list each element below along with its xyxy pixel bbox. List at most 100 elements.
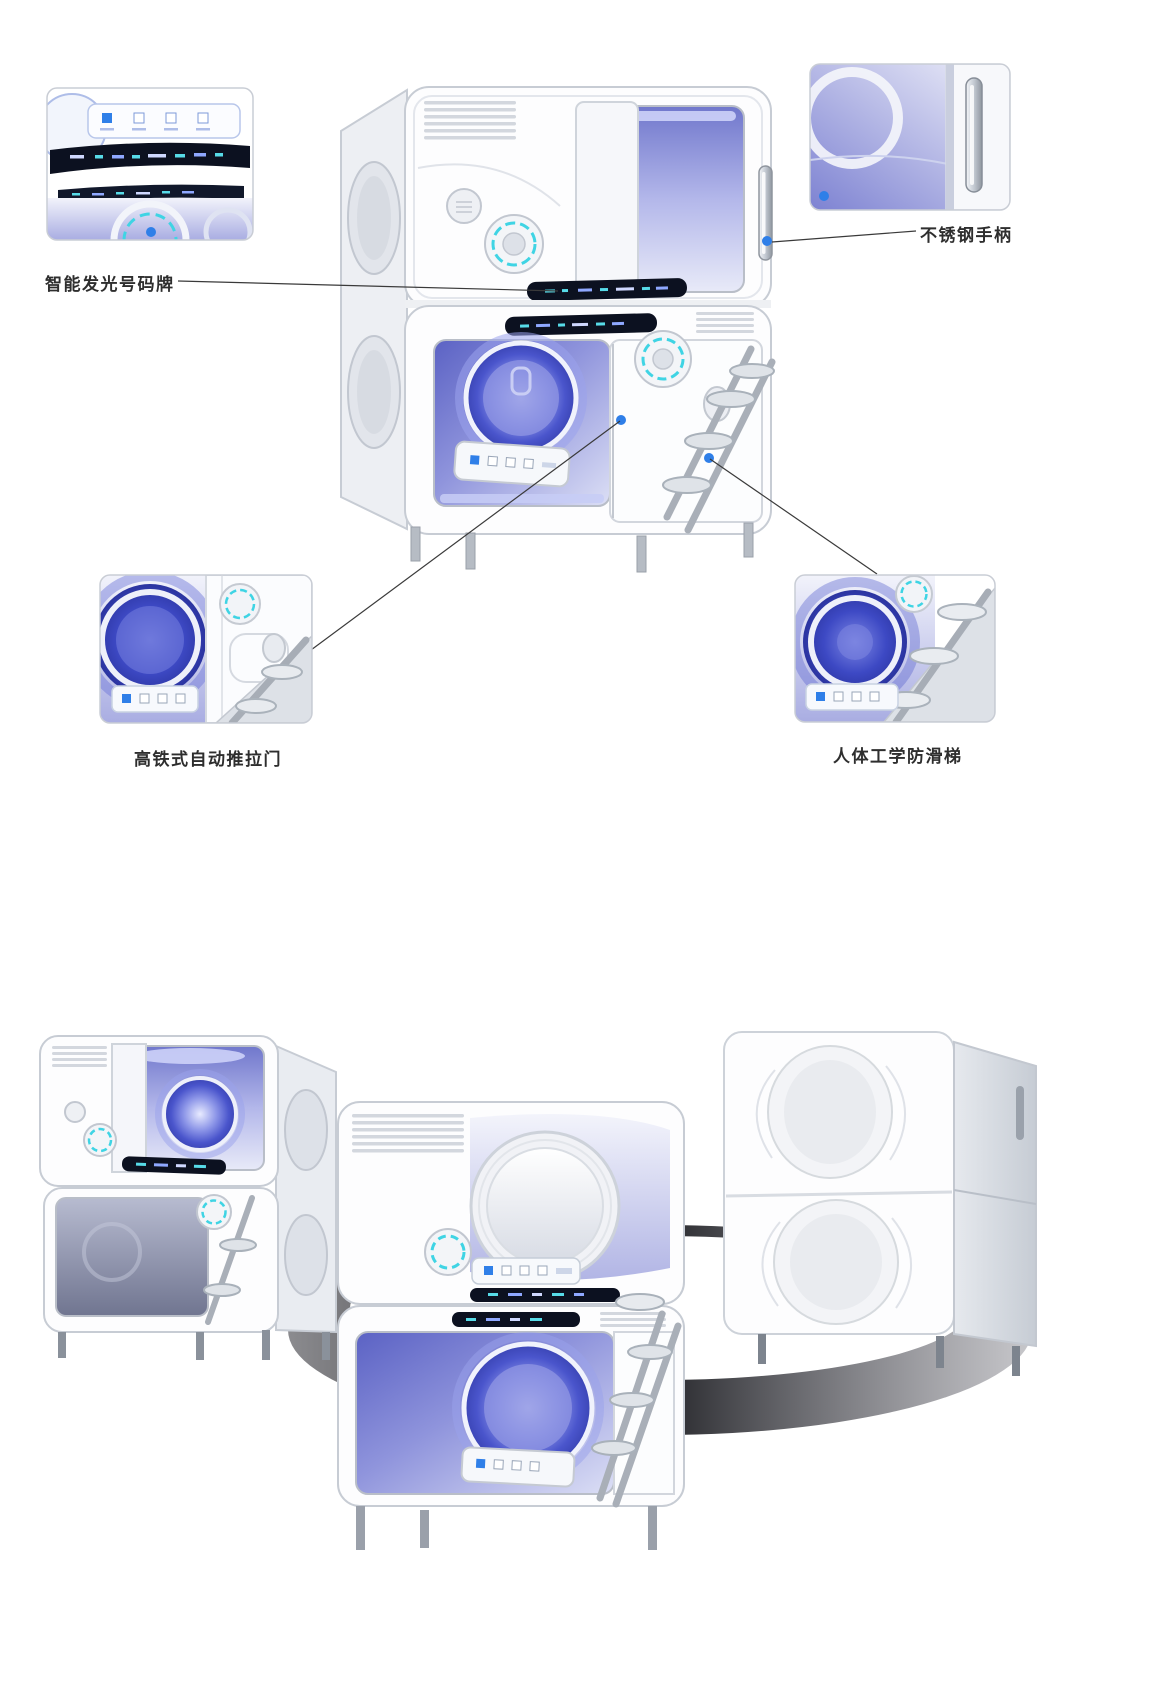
dial-cyan-ring (430, 1234, 466, 1270)
callout-line-handle (771, 230, 917, 243)
display-glyphs (70, 153, 223, 159)
bottom-pod (337, 1293, 685, 1508)
porthole-window (455, 332, 587, 464)
interior-control-panel (453, 440, 571, 488)
sliding-door-panel (111, 1043, 147, 1173)
floor-light (440, 494, 604, 503)
ladder (203, 1195, 257, 1325)
detail-sliding-door (99, 574, 313, 724)
interior-control-panel (111, 685, 199, 713)
number-plate-display (470, 1288, 620, 1302)
door-lock-dial (484, 214, 544, 274)
bottom-pod (43, 1187, 279, 1333)
panel-icons (816, 691, 880, 702)
number-plate-display-lower (505, 313, 658, 336)
fan-switch-icon (523, 458, 534, 469)
porthole-hub (837, 624, 873, 660)
vent-grille (52, 1046, 107, 1067)
control-strip (471, 1257, 581, 1285)
dial-cyan-ring (201, 1199, 227, 1225)
porthole-window (155, 1069, 245, 1159)
door-edge-shadow (946, 64, 954, 210)
power-socket-icon (469, 455, 480, 465)
secondary-glyphs (72, 191, 194, 196)
side-drum-top-inner (357, 176, 391, 260)
door-lock-dial (424, 1228, 472, 1276)
door-lock-dial (895, 575, 933, 613)
vent-grille (352, 1114, 464, 1153)
callout-dot (819, 191, 829, 201)
hero-legs (410, 522, 754, 573)
side-drum-bottom-inner (357, 350, 391, 434)
vent-grille (424, 101, 516, 140)
detail-frame (46, 87, 254, 241)
top-pod (39, 1035, 279, 1187)
side-seam (953, 1189, 1037, 1205)
label-sliding-door: 高铁式自动推拉门 (134, 750, 282, 769)
handle-highlight (970, 85, 974, 185)
callout-line-number-plate (177, 280, 559, 292)
callout-line-ladder (709, 458, 878, 575)
side-drum-top (284, 1089, 328, 1171)
sliding-door-panel-top (575, 101, 639, 297)
bottom-pod (404, 305, 776, 535)
display-glyphs (488, 1293, 584, 1296)
porthole-hub (116, 606, 184, 674)
sliding-door-panel-bottom (609, 339, 763, 523)
legs (58, 1330, 330, 1360)
bottom-view-center (337, 1101, 685, 1550)
ladder-tread (261, 664, 303, 680)
legs (356, 1506, 657, 1550)
detail-frame (809, 63, 1011, 211)
callout-lines (177, 230, 917, 651)
dial-cyan-ring (87, 1127, 113, 1153)
closed-porthole-dome (469, 1130, 621, 1282)
step-platform (615, 1293, 665, 1311)
number-plate-display (526, 278, 687, 301)
callout-dot (146, 227, 156, 237)
glossy-display-bar (50, 142, 250, 174)
vent-grille-lower (696, 312, 754, 333)
opening (55, 1197, 209, 1317)
door-lock-dial (219, 583, 261, 625)
dial-arc (110, 200, 190, 240)
panel-icons (122, 693, 186, 704)
light-switch-icon (505, 457, 516, 468)
rear-dome-top (755, 1045, 907, 1179)
usb-port-icon (487, 455, 498, 467)
pod-corner-arc (810, 67, 903, 169)
detail-frame (794, 574, 996, 723)
top-pod (404, 86, 773, 308)
door-handle (1016, 1086, 1024, 1140)
detail-frame (99, 574, 313, 724)
detail-ladder (794, 574, 996, 723)
side-face (340, 88, 408, 531)
bottom-view-left (39, 1035, 337, 1360)
oval-vent (262, 633, 286, 663)
detail-handle (809, 63, 1011, 211)
label-number-plate: 智能发光号码牌 (45, 275, 175, 294)
bottom-view-right (723, 1031, 1037, 1376)
callout-line-door (310, 420, 621, 651)
pod-seam (405, 300, 771, 308)
rear-dome-bottom (761, 1199, 913, 1325)
pod-seam (725, 1190, 953, 1198)
callout-dot-handle (762, 236, 772, 246)
panel-icons (100, 112, 210, 131)
dial-arc-2 (203, 207, 253, 240)
callout-dot-ladder (704, 453, 714, 463)
ladder (591, 1310, 682, 1508)
label-ladder: 人体工学防滑梯 (833, 747, 963, 766)
ladder-tread (235, 698, 277, 714)
ladder (662, 345, 776, 534)
ceiling-light (135, 1048, 245, 1064)
speaker-grille-lines (456, 201, 472, 213)
door-lock-dial-lower (634, 330, 692, 388)
side-face (953, 1040, 1037, 1348)
interior-control-panel (460, 1446, 576, 1488)
handle-highlight (762, 172, 766, 254)
legs (758, 1334, 1020, 1376)
side-drum-bottom (284, 1214, 328, 1296)
